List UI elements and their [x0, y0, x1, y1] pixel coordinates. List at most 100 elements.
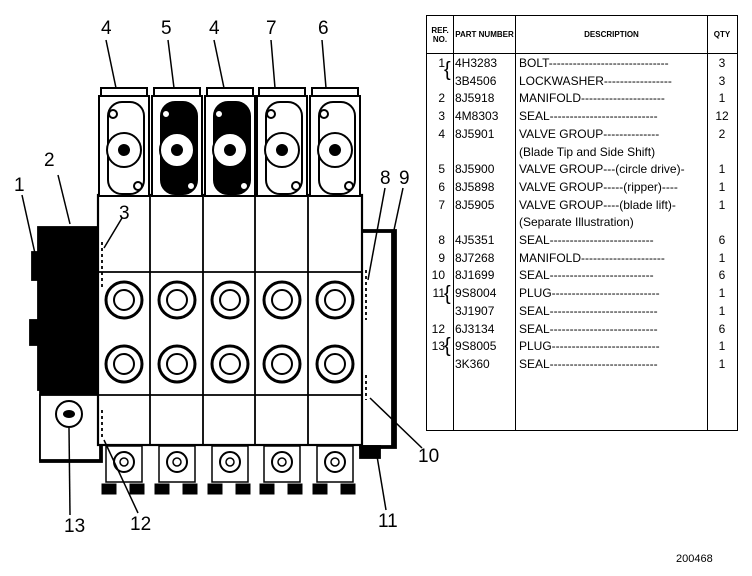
callout-2: 2	[44, 150, 55, 171]
table-row: 13 9S8005 PLUG--------------------------- 1	[427, 339, 737, 356]
part-number-cell: 3K360	[455, 356, 490, 371]
port	[157, 280, 197, 320]
valve-stack-body	[96, 193, 364, 447]
ref-cell: 10	[431, 268, 445, 283]
plug-13	[55, 400, 83, 428]
description-cell: SEAL---------------------------	[519, 109, 658, 124]
description-cell: (Separate Illustration)	[519, 215, 634, 230]
description-cell: MANIFOLD---------------------	[519, 91, 665, 106]
callout-8: 8	[380, 168, 391, 189]
table-row: (Separate Illustration)	[427, 215, 737, 232]
left-manifold	[37, 226, 103, 391]
description-cell: SEAL---------------------------	[519, 321, 658, 336]
table-row: 11 9S8004 PLUG--------------------------- 1	[427, 286, 737, 303]
description-cell: PLUG---------------------------	[519, 339, 660, 354]
qty-cell: 1	[718, 250, 726, 265]
part-number-cell: 8J5898	[455, 179, 495, 194]
qty-cell: 1	[718, 339, 726, 354]
part-number-cell: 8J5905	[455, 197, 495, 212]
qty-cell: 2	[718, 126, 726, 141]
description-cell: SEAL--------------------------	[519, 268, 654, 283]
part-number-cell: 8J7268	[455, 250, 495, 265]
part-number-cell: 8J5900	[455, 162, 495, 177]
callout-4a: 4	[101, 18, 112, 39]
bottom-fitting	[259, 445, 303, 495]
ref-cell: 2	[438, 91, 445, 106]
description-cell: SEAL---------------------------	[519, 303, 658, 318]
callout-3: 3	[119, 203, 130, 224]
part-number-cell: 4H3283	[455, 56, 498, 70]
callout-1: 1	[14, 175, 25, 196]
table-row: 3B4506 LOCKWASHER----------------- 3	[427, 74, 737, 91]
description-cell: VALVE GROUP---(circle drive)-	[519, 162, 685, 177]
description-cell: PLUG---------------------------	[519, 286, 660, 301]
ref-cell: 11	[432, 286, 445, 301]
part-number-cell: 3J1907	[455, 303, 495, 318]
part-number-cell: 9S8004	[455, 286, 497, 301]
description-cell: VALVE GROUP----(blade lift)-	[519, 197, 676, 212]
qty-cell: 3	[718, 73, 726, 88]
callout-5: 5	[161, 18, 172, 39]
ref-cell: 12	[431, 321, 445, 336]
port	[262, 280, 302, 320]
qty-cell: 1	[718, 356, 726, 371]
qty-cell: 3	[718, 56, 726, 70]
ref-cell: 8	[438, 233, 445, 247]
port	[262, 344, 302, 384]
callout-4b: 4	[209, 18, 220, 39]
qty-cell: 1	[718, 303, 726, 318]
port	[210, 280, 250, 320]
qty-cell: 6	[718, 321, 726, 336]
callout-12: 12	[130, 514, 151, 535]
description-cell: LOCKWASHER-----------------	[519, 73, 672, 88]
table-row: (Blade Tip and Side Shift)	[427, 145, 737, 162]
valve-head	[204, 87, 256, 197]
ref-cell: 1	[438, 56, 445, 70]
header-part-number: PART NUMBER	[455, 30, 514, 39]
ref-cell: 13	[431, 339, 445, 354]
qty-cell: 1	[718, 197, 726, 212]
table-row: 9 8J7268 MANIFOLD--------------------- 1	[427, 251, 737, 268]
qty-cell: 1	[718, 179, 726, 194]
port	[104, 344, 144, 384]
port	[104, 280, 144, 320]
ref-cell: 3	[438, 109, 445, 124]
port	[315, 280, 355, 320]
table-row: 12 6J3134 SEAL--------------------------- 6	[427, 322, 737, 339]
qty-cell: 1	[718, 91, 726, 106]
qty-cell: 1	[718, 286, 726, 301]
bottom-fitting	[154, 445, 198, 495]
callout-7: 7	[266, 18, 277, 39]
valve-head	[151, 87, 203, 197]
description-cell: SEAL---------------------------	[519, 356, 658, 371]
qty-cell: 12	[715, 109, 729, 124]
part-number-cell: 6J3134	[455, 321, 495, 336]
port	[315, 344, 355, 384]
header-ref-no: REF. NO.	[431, 25, 449, 44]
qty-cell: 6	[718, 233, 726, 247]
bottom-fitting	[312, 445, 356, 495]
table-row: 2 8J5918 MANIFOLD--------------------- 1	[427, 91, 737, 108]
description-cell: VALVE GROUP--------------	[519, 126, 660, 141]
table-row: 3K360 SEAL--------------------------- 1	[427, 357, 737, 374]
callout-13: 13	[64, 516, 85, 537]
valve-head	[256, 87, 308, 197]
part-number-cell: 3B4506	[455, 73, 497, 88]
description-cell: VALVE GROUP-----(ripper)----	[519, 179, 678, 194]
bottom-fitting	[207, 445, 251, 495]
description-cell: MANIFOLD---------------------	[519, 250, 665, 265]
callout-11: 11	[378, 511, 398, 532]
ref-cell: 9	[438, 250, 445, 265]
valve-head	[98, 87, 150, 197]
part-number-cell: 9S8005	[455, 339, 497, 354]
qty-cell: 1	[718, 162, 726, 177]
part-number-cell: 8J5918	[455, 91, 495, 106]
part-number-cell: 8J5901	[455, 126, 495, 141]
